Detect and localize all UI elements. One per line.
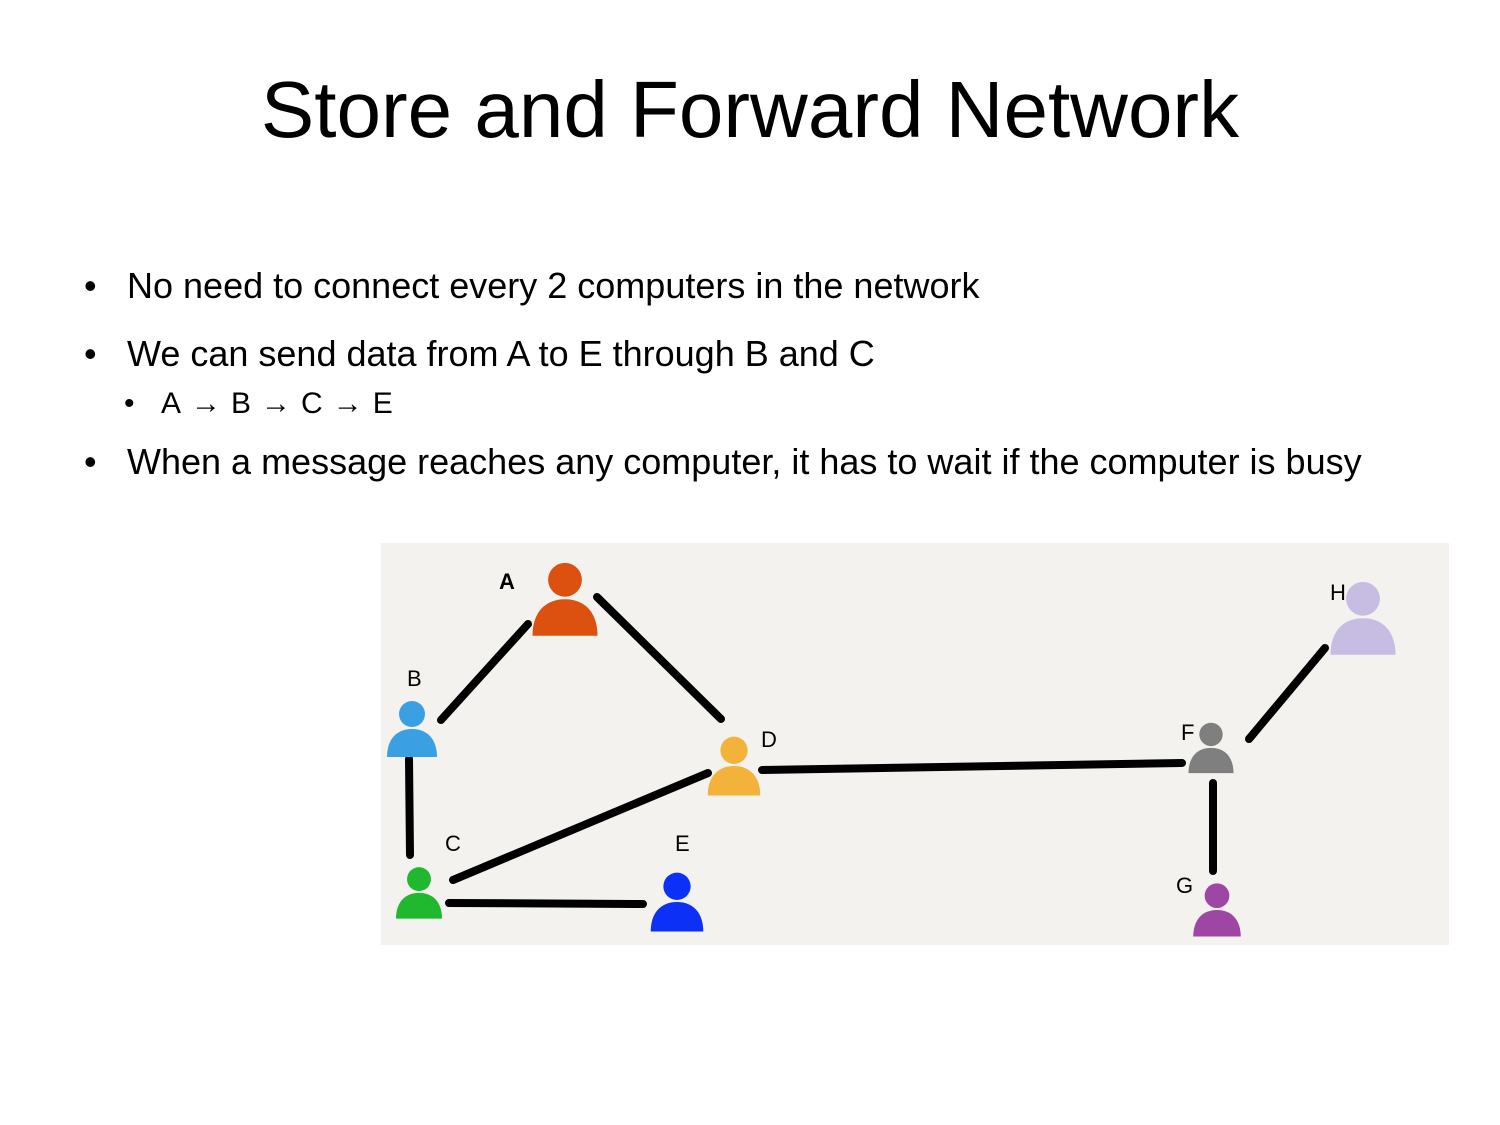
edge-a-d [593, 593, 725, 723]
node-label-g: G [1176, 873, 1193, 898]
edge-c-e [445, 899, 647, 908]
node-e: E [650, 831, 704, 932]
node-label-c: C [445, 831, 461, 856]
diagram-background [381, 543, 1449, 945]
node-label-h: H [1330, 580, 1346, 605]
bullet-item-3: • When a message reaches any computer, i… [84, 438, 1444, 486]
bullet-text: No need to connect every 2 computers in … [127, 265, 980, 306]
right-arrow-icon: → [191, 387, 222, 420]
node-a: A [499, 562, 598, 636]
node-d: D [707, 727, 777, 796]
person-icon [1330, 581, 1396, 655]
node-label-f: F [1181, 720, 1194, 745]
person-icon [1188, 722, 1234, 774]
edges-layer [405, 593, 1329, 908]
node-label-a: A [499, 569, 515, 594]
bullet-list: • No need to connect every 2 computers i… [84, 262, 1444, 486]
person-icon [650, 872, 704, 932]
person-icon [396, 867, 442, 919]
node-label-d: D [761, 727, 777, 752]
person-icon [532, 562, 598, 636]
bullet-dot-icon: • [124, 387, 135, 420]
node-f: F [1181, 720, 1234, 774]
path-step: B [231, 387, 252, 420]
path-step: E [372, 387, 393, 420]
bullet-item-2: • We can send data from A to E through B… [84, 330, 1444, 378]
edge-d-f [758, 759, 1186, 774]
bullet-dot-icon: • [84, 333, 97, 374]
nodes-layer: A B C D E F G H [387, 562, 1396, 937]
bullet-item-1: • No need to connect every 2 computers i… [84, 262, 1444, 310]
bullet-text: When a message reaches any computer, it … [127, 441, 1362, 482]
node-label-e: E [675, 831, 690, 856]
node-g: G [1176, 873, 1241, 937]
node-h: H [1330, 580, 1396, 655]
right-arrow-icon: → [332, 387, 363, 420]
node-label-b: B [407, 666, 422, 691]
sub-bullet-path: • A → B → C → E [124, 384, 1444, 424]
edge-c-d [449, 769, 712, 884]
edge-a-b [437, 620, 532, 724]
path-step: C [301, 387, 323, 420]
path-step: A [161, 387, 182, 420]
network-diagram: A B C D E F G H [381, 543, 1449, 945]
edge-f-h [1245, 644, 1329, 743]
person-icon [707, 736, 761, 796]
network-diagram-svg: A B C D E F G H [381, 543, 1449, 945]
person-icon [1193, 883, 1241, 937]
bullet-text: We can send data from A to E through B a… [127, 333, 875, 374]
node-b: B [387, 666, 437, 757]
person-icon [387, 701, 437, 757]
right-arrow-icon: → [261, 387, 292, 420]
slide-title: Store and Forward Network [260, 65, 1240, 154]
edge-b-c [405, 755, 414, 859]
bullet-dot-icon: • [84, 265, 97, 306]
node-c: C [396, 831, 461, 919]
bullet-dot-icon: • [84, 441, 97, 482]
